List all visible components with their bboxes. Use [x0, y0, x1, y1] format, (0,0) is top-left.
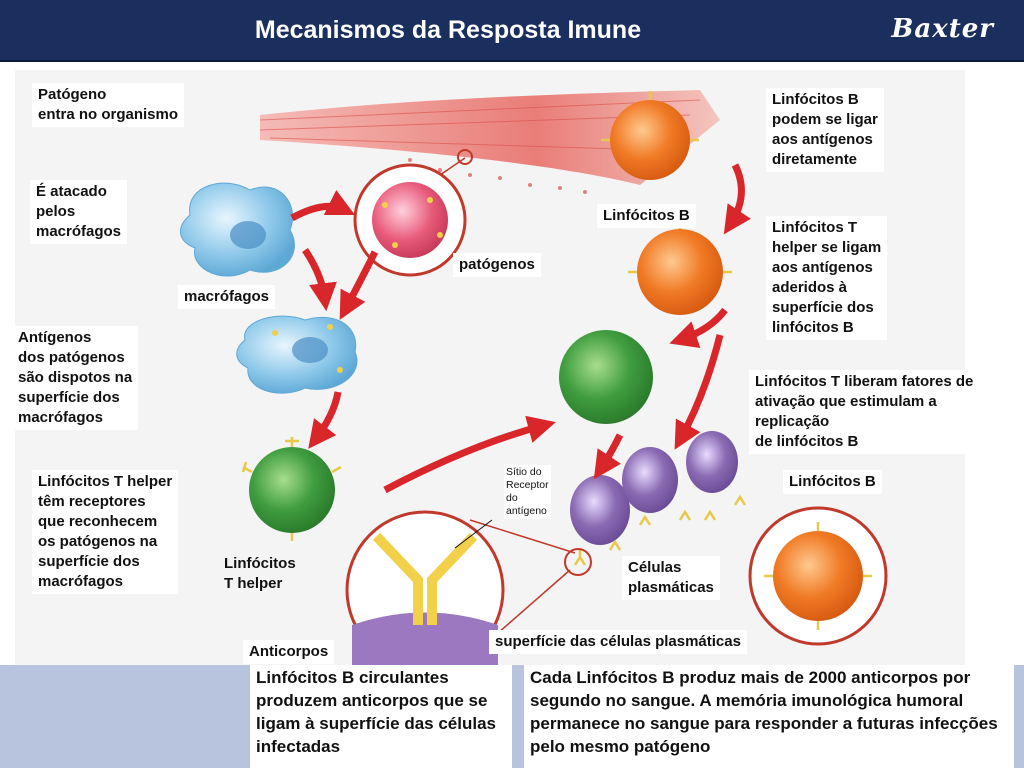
pathogen-trail	[408, 158, 587, 194]
label-plasma-cells: Células plasmáticas	[622, 556, 720, 600]
plasma-cell-1	[570, 475, 630, 545]
tissue-entry-streak	[260, 90, 720, 185]
label-t-cells-release: Linfócitos T liberam fatores de ativação…	[749, 370, 980, 454]
label-b-cells-1: Linfócitos B	[597, 204, 696, 228]
label-receptor-site: Sítio do Receptor do antígeno	[504, 465, 551, 519]
b-cell-3	[773, 531, 863, 621]
pathogen-cell	[372, 182, 448, 258]
label-t-helper-receptors: Linfócitos T helper têm receptores que r…	[32, 470, 179, 594]
antibody-zoom	[372, 532, 478, 625]
activated-t-cell	[559, 330, 653, 424]
bottom-left-panel: Linfócitos B circulantes produzem antico…	[250, 665, 512, 768]
baxter-logo: Baxter	[891, 14, 994, 44]
label-t-helper: Linfócitos T helper	[224, 555, 296, 592]
header-bar: Mecanismos da Resposta Imune Baxter	[0, 0, 1024, 62]
process-arrows	[290, 163, 751, 494]
label-pathogen-entry: Patógeno entra no organismo	[32, 83, 185, 127]
label-t-cells-bind: Linfócitos T helper se ligam aos antígen…	[766, 216, 888, 340]
bottom-left-text: Linfócitos B circulantes produzem antico…	[256, 668, 497, 756]
label-plasma-surface: superfície das células plasmáticas	[489, 630, 747, 654]
label-b-cells-bind: Linfócitos B podem se ligar aos antígeno…	[766, 88, 884, 172]
label-antigens: Antígenos dos patógenos são dispotos na …	[12, 326, 139, 430]
page-title: Mecanismos da Resposta Imune	[254, 16, 642, 44]
antibody-molecules	[573, 494, 747, 566]
plasma-cell-3	[686, 431, 738, 493]
b-cell-1	[610, 100, 690, 180]
label-attacked-by-macrophages: É atacado pelos macrófagos	[30, 180, 128, 244]
label-pathogens: patógenos	[453, 253, 541, 277]
b-cell-2	[637, 229, 723, 315]
bottom-right-text: Cada Linfócitos B produz mais de 2000 an…	[530, 668, 998, 756]
label-macrophages: macrófagos	[178, 285, 276, 309]
bottom-right-panel: Cada Linfócitos B produz mais de 2000 an…	[524, 665, 1014, 768]
label-b-cells-2: Linfócitos B	[783, 470, 882, 494]
label-antibodies: Anticorpos	[243, 640, 335, 664]
t-helper-cell	[249, 447, 335, 533]
plasma-cell-2	[622, 447, 678, 513]
